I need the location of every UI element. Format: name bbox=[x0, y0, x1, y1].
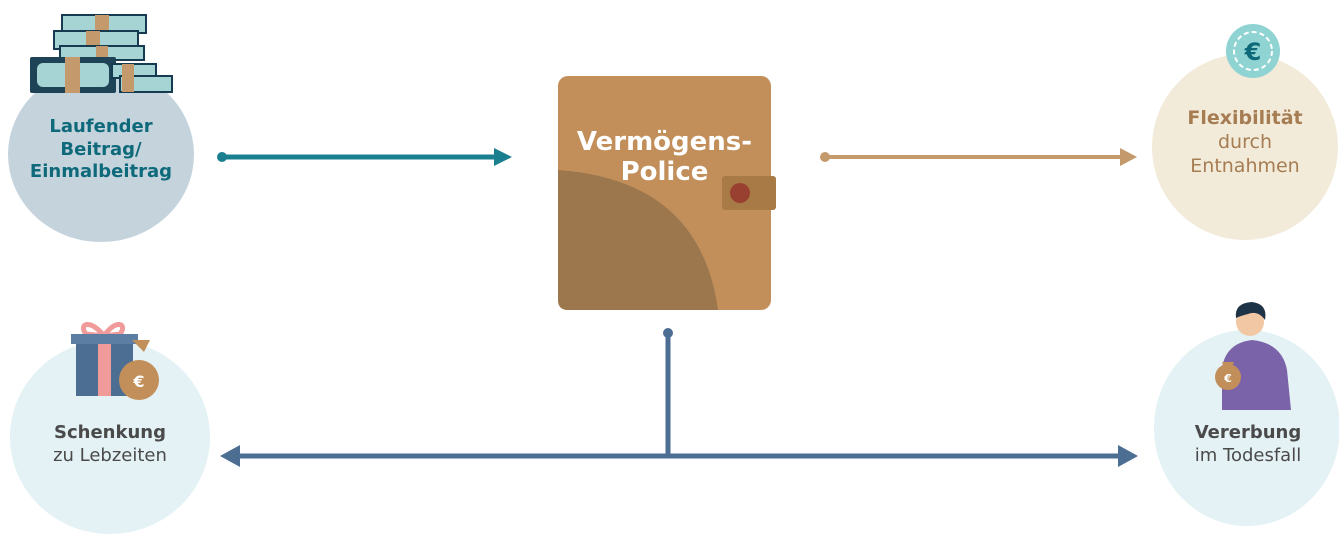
svg-text:€: € bbox=[1223, 372, 1232, 385]
source-line-1: Laufender bbox=[49, 116, 153, 137]
gift-line-2: zu Lebzeiten bbox=[53, 444, 167, 466]
arrow-gift-head bbox=[220, 445, 240, 467]
wallet-icon bbox=[558, 76, 776, 310]
center-line-2: Police bbox=[620, 156, 709, 187]
flex-label: Flexibilität durch Entnahmen bbox=[1160, 107, 1330, 178]
arrow-source-dot bbox=[217, 152, 227, 162]
inherit-label: Vererbung im Todesfall bbox=[1160, 422, 1336, 467]
source-line-2: Beitrag/ bbox=[60, 138, 142, 160]
gift-line-1: Schenkung bbox=[54, 422, 166, 443]
source-label: Laufender Beitrag/ Einmalbeitrag bbox=[14, 116, 188, 184]
arrow-center-dot bbox=[820, 152, 830, 162]
inherit-line-2: im Todesfall bbox=[1194, 444, 1302, 466]
arrow-inherit-head bbox=[1118, 445, 1138, 467]
flex-line-2: durch bbox=[1218, 130, 1272, 153]
banknote-stacks-icon bbox=[30, 14, 173, 93]
svg-text:€: € bbox=[132, 372, 144, 391]
euro-coin-icon: € bbox=[1226, 24, 1280, 78]
flex-line-3: Entnahmen bbox=[1190, 154, 1300, 177]
person-money-bag-icon: € bbox=[1215, 302, 1291, 410]
flex-line-1: Flexibilität bbox=[1187, 107, 1303, 129]
flex-circle bbox=[1152, 54, 1338, 240]
arrow-source-head bbox=[494, 148, 512, 166]
inherit-line-1: Vererbung bbox=[1194, 422, 1302, 443]
center-label: Vermögens- Police bbox=[558, 127, 771, 188]
gift-label: Schenkung zu Lebzeiten bbox=[16, 422, 204, 467]
arrow-flex-head bbox=[1120, 148, 1137, 166]
center-line-1: Vermögens- bbox=[576, 127, 753, 157]
source-line-3: Einmalbeitrag bbox=[29, 161, 173, 182]
svg-text:€: € bbox=[1244, 38, 1262, 66]
source-circle bbox=[8, 67, 194, 242]
gift-box-money-bag-icon: € bbox=[71, 322, 159, 400]
